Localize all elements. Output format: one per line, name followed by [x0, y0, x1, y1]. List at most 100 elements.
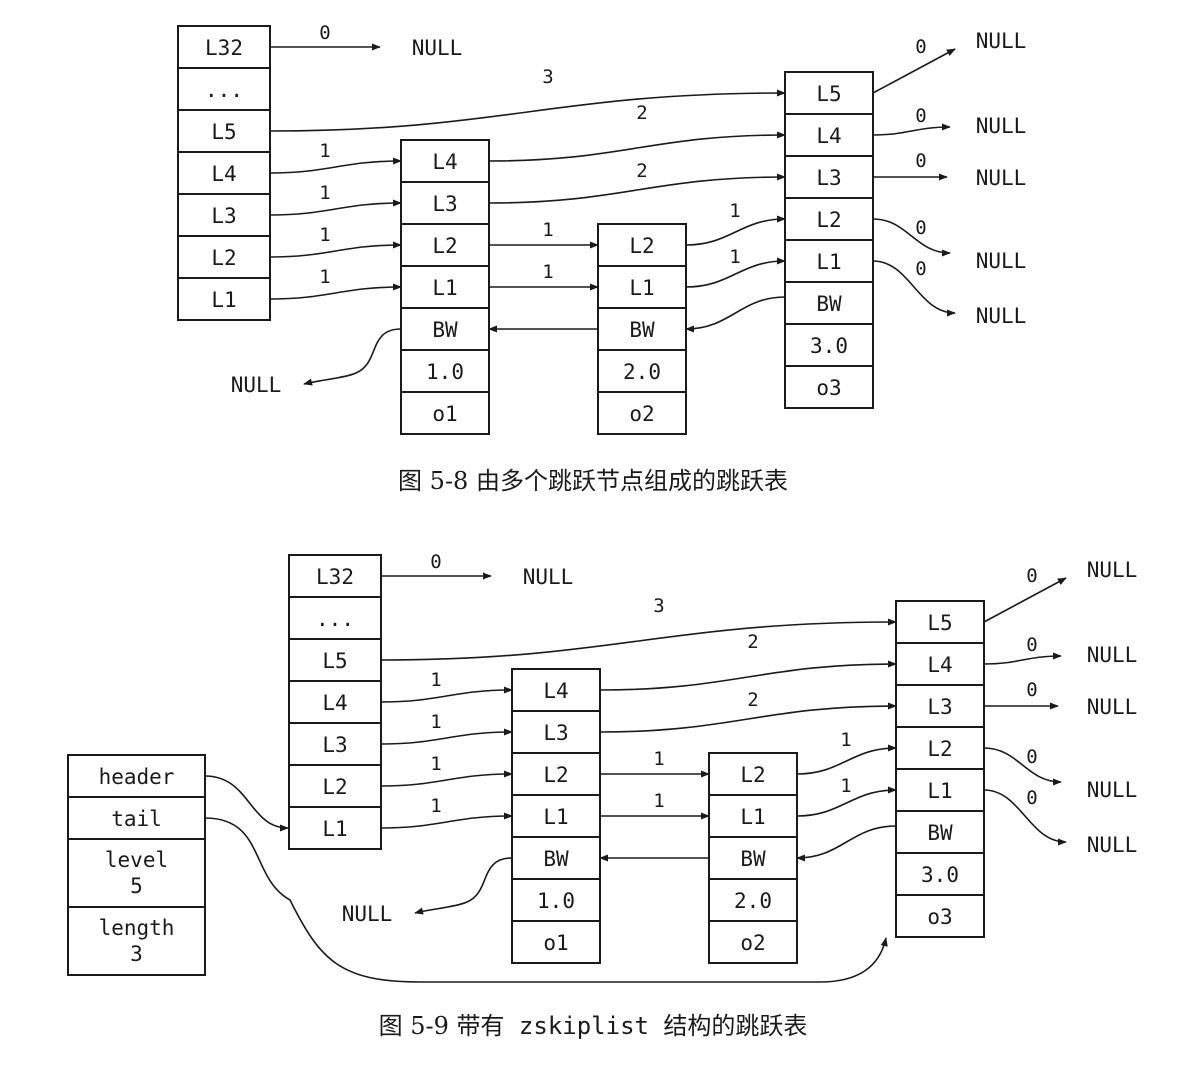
zskiplist-level-value: 5: [130, 874, 143, 898]
span-node3-l5: 0: [915, 36, 926, 58]
span-node3-l5: 0: [1026, 565, 1037, 587]
node3-cell-7-label: o3: [927, 905, 952, 929]
edge-node3-l5: [983, 577, 1067, 623]
null-node3-l2: NULL: [1087, 778, 1138, 802]
header-level-l32-box: [177, 25, 271, 69]
span-node3-l2: 0: [915, 217, 926, 239]
zskiplist-level-label: level: [105, 848, 168, 872]
node1-cell-0-label: L4: [432, 150, 457, 174]
node2-cell-2-label: BW: [740, 847, 766, 871]
node3-cell-3-label: L2: [816, 208, 841, 232]
null-node3-l3: NULL: [976, 166, 1027, 190]
span-node3-l3: 0: [1026, 679, 1037, 701]
null-node1-backward: NULL: [231, 373, 282, 397]
node3-cell-2-label: L3: [816, 166, 841, 190]
node3-cell-5-label: BW: [927, 821, 953, 845]
edge-node1-l4: [599, 660, 897, 691]
header-level-l3-label: L3: [211, 204, 236, 228]
node3-cell-6-box: [784, 323, 874, 367]
node3-cell-0-box: [784, 71, 874, 115]
edge-header-l4: [380, 686, 513, 703]
span-node3-l3: 0: [915, 150, 926, 172]
span-node2-l2: 1: [840, 729, 851, 751]
node3-cell-3-box: [784, 197, 874, 241]
null-node3-l4: NULL: [976, 114, 1027, 138]
node2-cell-4-label: o2: [740, 931, 765, 955]
node3-cell-0-label: L5: [927, 611, 952, 635]
node1-cell-1-label: L3: [432, 192, 457, 216]
node1-cell-6-box: [511, 920, 601, 964]
span-header-l5: 3: [653, 595, 664, 617]
header-level-l1-box: [288, 806, 382, 850]
node3-cell-2-box: [784, 155, 874, 199]
span-node1-l1: 1: [653, 790, 664, 812]
figure-5-9: L32...L5L4L3L2L1L4L3L2L1BW1.0o1L2L1BW2.0…: [67, 551, 1138, 1040]
null-node3-l2: NULL: [976, 249, 1027, 273]
node1-cell-3-label: L1: [432, 276, 457, 300]
zskiplist-length-box: [67, 906, 206, 976]
header-level-ellipsis-label: ...: [205, 78, 243, 102]
span-node1-l2: 1: [653, 748, 664, 770]
span-node1-l2: 1: [542, 219, 553, 241]
header-level-l1-label: L1: [322, 817, 347, 841]
node3-cell-5-label: BW: [816, 292, 842, 316]
span-node1-l1: 1: [542, 261, 553, 283]
edge-node3-l5: [872, 48, 956, 94]
header-level-l2-box: [177, 235, 271, 279]
header-level-l3-label: L3: [322, 733, 347, 757]
edge-header-l3: [269, 199, 402, 216]
span-node3-l4: 0: [1026, 634, 1037, 656]
caption-code: zskiplist: [504, 1012, 663, 1040]
edge-node3-backward: [796, 825, 897, 862]
node2-cell-1-label: L1: [629, 276, 654, 300]
node2-cell-3-box: [597, 349, 687, 393]
span-header-l1: 1: [430, 795, 441, 817]
node1-cell-1-label: L3: [543, 721, 568, 745]
header-level-l2-box: [288, 764, 382, 808]
node1-cell-5-label: 1.0: [426, 360, 464, 384]
zskiplist-header-label: header: [99, 765, 175, 789]
zskiplist-length-value: 3: [130, 942, 143, 966]
node3-cell-4-label: L1: [927, 779, 952, 803]
edge-header-l2: [380, 770, 513, 787]
node2-cell-4-box: [597, 391, 687, 435]
span-header-l2: 1: [430, 753, 441, 775]
span-header-l32: 0: [319, 22, 330, 44]
edge-node1-l3: [599, 702, 897, 733]
header-level-l5-label: L5: [211, 120, 236, 144]
caption-text-post: 结构的跳跃表: [663, 1012, 807, 1040]
header-level-l3-box: [288, 722, 382, 766]
null-header-l32: NULL: [523, 565, 574, 589]
node2-cell-4-label: o2: [629, 402, 654, 426]
node2-cell-3-box: [708, 878, 798, 922]
edge-node3-l4: [872, 123, 951, 136]
node2-cell-0-label: L2: [629, 234, 654, 258]
node3-cell-5-box: [895, 810, 985, 854]
node3-cell-2-box: [895, 684, 985, 728]
node3-cell-7-label: o3: [816, 376, 841, 400]
edge-node3-l1: [983, 789, 1067, 846]
span-header-l1: 1: [319, 266, 330, 288]
node2-cell-0-box: [708, 752, 798, 796]
node1-cell-0-label: L4: [543, 679, 568, 703]
span-header-l4: 1: [430, 669, 441, 691]
span-node3-l1: 0: [915, 258, 926, 280]
node3-cell-7-box: [895, 894, 985, 938]
edge-node1-l3: [488, 173, 786, 204]
null-node3-l3: NULL: [1087, 695, 1138, 719]
node1-cell-6-label: o1: [543, 931, 568, 955]
null-node3-l1: NULL: [976, 304, 1027, 328]
node3-cell-1-label: L4: [927, 653, 952, 677]
node3-cell-6-label: 3.0: [921, 863, 959, 887]
edge-header-l2: [269, 241, 402, 258]
null-node3-l4: NULL: [1087, 643, 1138, 667]
edge-node3-backward: [685, 296, 786, 333]
zskiplist-tail-label: tail: [111, 807, 162, 831]
span-node2-l1: 1: [729, 246, 740, 268]
edge-header-l4: [269, 157, 402, 174]
edge-node2-l1: [796, 786, 897, 817]
header-level-ellipsis-label: ...: [316, 607, 354, 631]
zskiplist-length-label: length: [99, 916, 175, 940]
edge-header-l3: [380, 728, 513, 745]
node1-cell-4-box: [400, 307, 490, 351]
